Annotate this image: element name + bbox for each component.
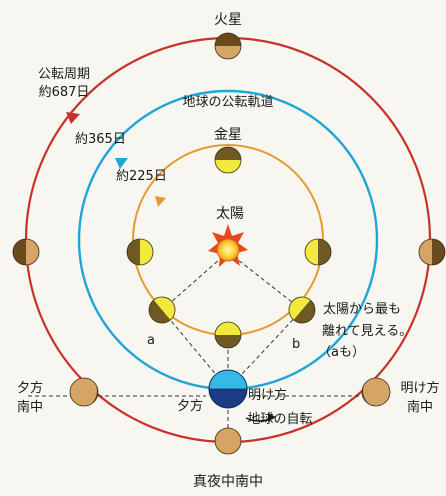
earth-orbit-arrow	[115, 158, 128, 169]
earth-rotation-label: 地球の自転	[247, 412, 312, 427]
sight-line-sun-b	[227, 251, 303, 311]
venus-bottom-icon	[214, 321, 242, 349]
venus-period-label: 約225日	[116, 169, 167, 184]
mars-label: 火星	[214, 12, 242, 28]
mars-right-icon	[418, 238, 446, 266]
earth-icon	[208, 369, 248, 409]
mars-period-title: 公転周期	[38, 67, 90, 82]
venus-right-icon	[304, 238, 332, 266]
morning-transit-line-1: 明け方	[400, 380, 439, 396]
mark-b: b	[292, 337, 300, 352]
mars-left-icon	[12, 238, 40, 266]
venus-b-icon	[288, 296, 316, 324]
mars-evening-icon	[69, 377, 99, 407]
earth-evening-label: 夕方	[177, 398, 203, 414]
venus-label: 金星	[214, 127, 242, 143]
venus-left-icon	[126, 238, 154, 266]
sun-icon	[208, 224, 248, 267]
mars-orbit-arrow	[66, 112, 80, 124]
mars-bottom-icon	[214, 427, 242, 455]
mars-period-label: 約687日	[39, 85, 90, 100]
mars-morning-icon	[361, 377, 391, 407]
mark-a: a	[147, 333, 155, 348]
venus-top-icon	[214, 146, 242, 174]
elongation-line-1: 太陽から最も	[323, 302, 401, 317]
evening-transit-line-2: 南中	[17, 399, 43, 415]
rotation-arrowhead-icon	[268, 413, 276, 422]
mars-top-icon	[214, 32, 242, 60]
venus-a-icon	[148, 296, 176, 324]
venus-orbit-arrow	[155, 196, 166, 207]
earth-period-label: 約365日	[75, 132, 126, 147]
morning-transit-line-2: 南中	[407, 399, 433, 415]
midnight-transit-label: 真夜中南中	[193, 474, 263, 490]
evening-transit-line-1: 夕方	[17, 380, 43, 396]
elongation-line-2: 離れて見える。	[322, 324, 412, 339]
sun-label: 太陽	[216, 206, 244, 222]
earth-morning-label: 明け方	[248, 387, 287, 403]
elongation-line-3: （aも）	[318, 345, 365, 360]
sight-line-sun-a	[161, 251, 229, 311]
earth-orbit-label: 地球の公転軌道	[182, 94, 273, 110]
